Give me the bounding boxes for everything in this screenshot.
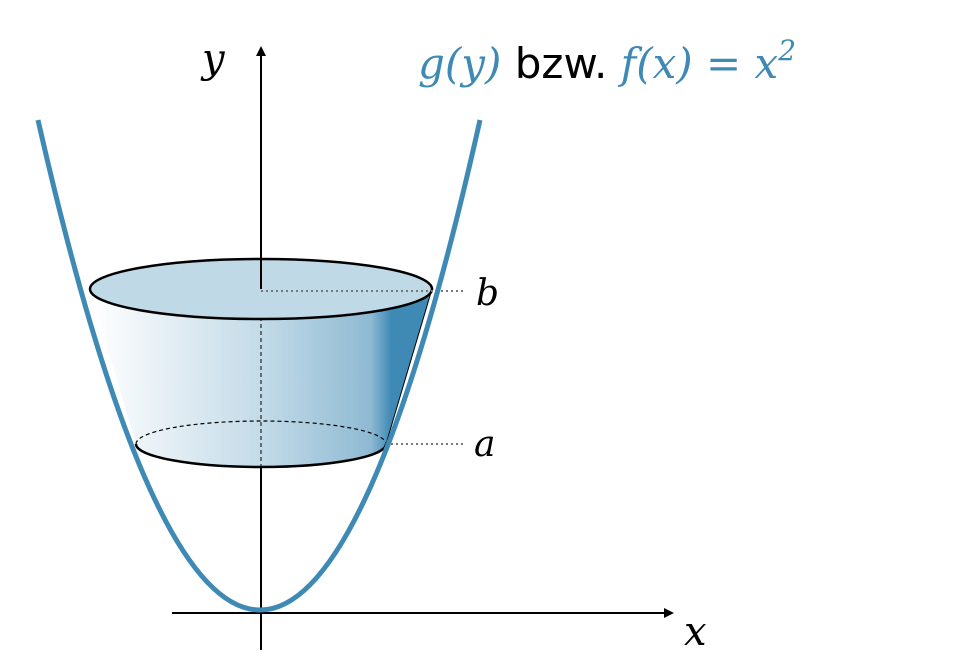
frustum-side: [90, 289, 432, 467]
y-axis-label: y: [200, 36, 226, 82]
title-fx: f(x) = x: [618, 39, 779, 88]
frustum-right-edge: [385, 288, 433, 445]
title-gy: g(y): [418, 39, 501, 88]
label-b: b: [476, 273, 499, 314]
x-axis-label: x: [684, 609, 707, 655]
title-bzw: bzw.: [501, 39, 620, 88]
title: g(y) bzw. f(x) = x2: [418, 34, 796, 88]
parabola-curve: [35, 119, 483, 613]
label-a: a: [474, 424, 495, 465]
title-exponent: 2: [777, 34, 796, 67]
